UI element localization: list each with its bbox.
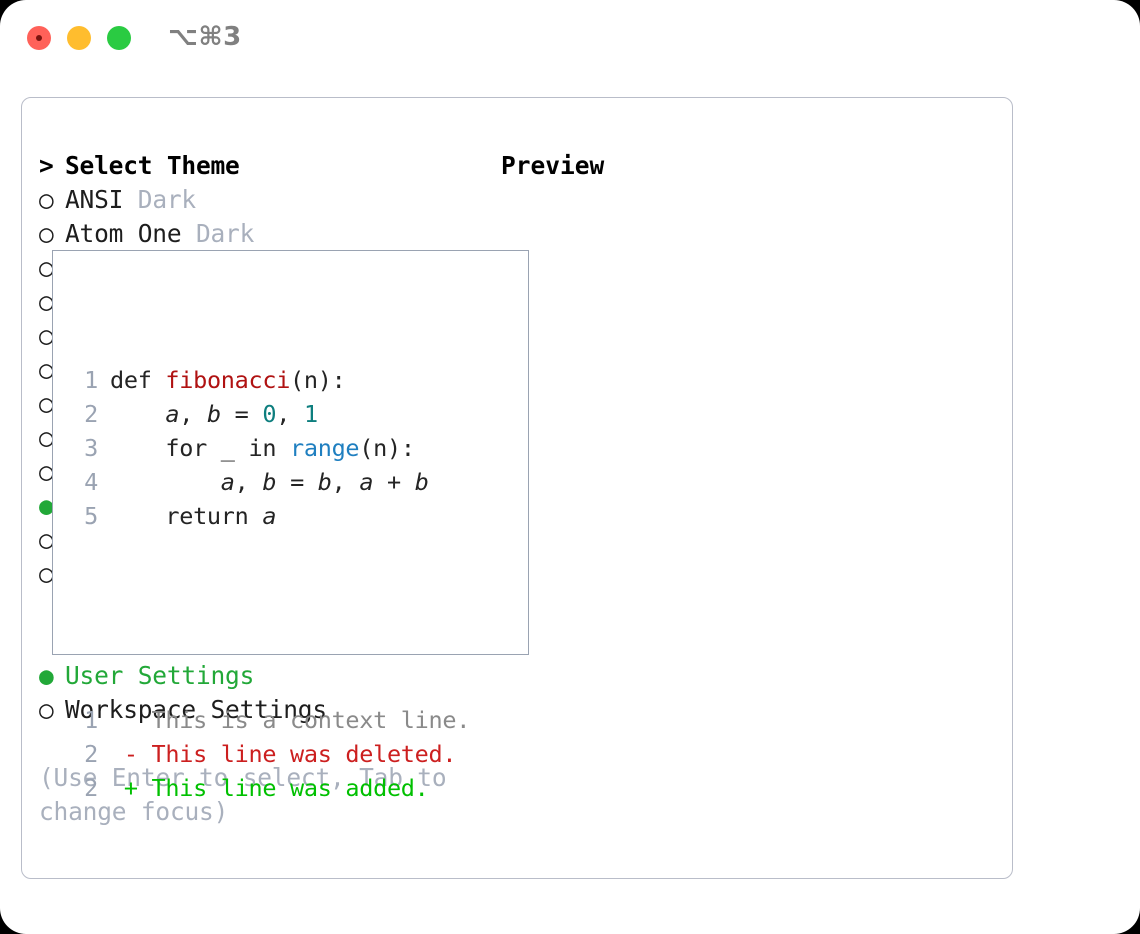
line-number: 2 (84, 774, 98, 802)
code-token: (n): (290, 366, 346, 394)
prompt-marker-icon: > (39, 151, 54, 180)
line-number: 4 (84, 468, 98, 496)
code-token: for _ in (110, 434, 291, 462)
diff-line: 2 + This line was added. (74, 771, 470, 805)
preview-heading: Preview (501, 151, 605, 180)
code-token (110, 468, 221, 496)
code-token: = (276, 468, 318, 496)
close-button-icon[interactable] (27, 26, 51, 50)
radio-unselected-icon: ○ (39, 253, 54, 282)
zoom-button-icon[interactable] (107, 26, 131, 50)
theme-item-label: Atom One (65, 219, 196, 248)
radio-unselected-icon: ○ (39, 287, 54, 316)
theme-item-label: ANSI (65, 185, 138, 214)
main-panel: >Select Theme ○ANSI Dark○Atom One Dark○A… (21, 97, 1013, 879)
apply-to-option-label: User Settings (65, 661, 255, 690)
code-token: fibonacci (165, 366, 291, 394)
line-number: 1 (84, 706, 98, 734)
radio-unselected-icon: ○ (39, 525, 54, 554)
diff-line: 2 - This line was deleted. (74, 737, 470, 771)
code-token (110, 400, 165, 428)
line-number: 3 (84, 434, 98, 462)
radio-unselected-icon: ○ (39, 321, 54, 350)
select-theme-title: Select Theme (65, 151, 240, 180)
diff-sample: 1 This is a context line.2 - This line w… (74, 703, 470, 805)
apply-to-option[interactable]: ● User Settings (39, 659, 489, 693)
keyboard-hint-text: (Use Enter to select, Tab to change focu… (39, 763, 447, 826)
theme-item[interactable]: ○ Atom One Dark (39, 217, 489, 251)
radio-unselected-icon: ○ (39, 355, 54, 384)
code-token: , (276, 400, 304, 428)
code-token: (n): (359, 434, 415, 462)
code-line: 3 for _ in range(n): (74, 431, 470, 465)
code-token: b (262, 468, 277, 496)
radio-unselected-icon: ○ (39, 695, 54, 724)
line-number: 5 (84, 502, 98, 530)
diff-line-text: - This line was deleted. (110, 740, 457, 768)
radio-selected-icon: ● (39, 491, 54, 520)
code-token: b (317, 468, 332, 496)
radio-unselected-icon: ○ (39, 389, 54, 418)
radio-unselected-icon: ○ (39, 559, 54, 588)
theme-item-tag: Dark (137, 185, 196, 214)
keyboard-shortcut-label: ⌥⌘3 (168, 22, 242, 52)
code-token: a (262, 502, 277, 530)
diff-line-text: This is a context line. (110, 706, 471, 734)
code-token: return (110, 502, 263, 530)
code-token: 1 (303, 400, 318, 428)
line-number: 2 (84, 400, 98, 428)
window-controls (27, 26, 131, 50)
radio-selected-icon: ● (39, 661, 54, 690)
radio-unselected-icon: ○ (39, 423, 54, 452)
radio-unselected-icon: ○ (39, 219, 54, 248)
radio-unselected-icon: ○ (39, 457, 54, 486)
code-diff-gap (74, 601, 470, 635)
code-token: , (179, 400, 207, 428)
code-token: = (220, 400, 263, 428)
code-token: range (290, 434, 360, 462)
code-token: + (373, 468, 415, 496)
code-token: def (110, 366, 166, 394)
theme-item-tag: Dark (195, 219, 255, 248)
diff-line-text: + This line was added. (110, 774, 429, 802)
code-token: a (359, 468, 374, 496)
code-token: , (234, 468, 263, 496)
apply-to-options[interactable]: ● User Settings ○ Workspace Settings (39, 659, 489, 727)
code-token: a (165, 400, 180, 428)
select-theme-heading: > Select Theme (39, 149, 489, 183)
apply-to-option[interactable]: ○ Workspace Settings (39, 693, 489, 727)
code-token: , (331, 468, 360, 496)
line-number: 1 (84, 366, 98, 394)
code-token: b (206, 400, 221, 428)
code-line: 5 return a (74, 499, 470, 533)
code-line: 2 a, b = 0, 1 (74, 397, 470, 431)
radio-unselected-icon: ○ (39, 185, 54, 214)
title-bar: ⌥⌘3 (0, 0, 1140, 78)
code-token: b (414, 468, 429, 496)
diff-line: 1 This is a context line. (74, 703, 470, 737)
theme-item[interactable]: ○ ANSI Dark (39, 183, 489, 217)
code-line: 1 def fibonacci(n): (74, 363, 470, 397)
apply-to-option-label: Workspace Settings (65, 695, 327, 724)
preview-column: Preview (501, 149, 1001, 183)
code-token: a (220, 468, 235, 496)
code-token: 0 (262, 400, 277, 428)
code-line: 4 a, b = b, a + b (74, 465, 470, 499)
minimize-button-icon[interactable] (67, 26, 91, 50)
line-number: 2 (84, 740, 98, 768)
